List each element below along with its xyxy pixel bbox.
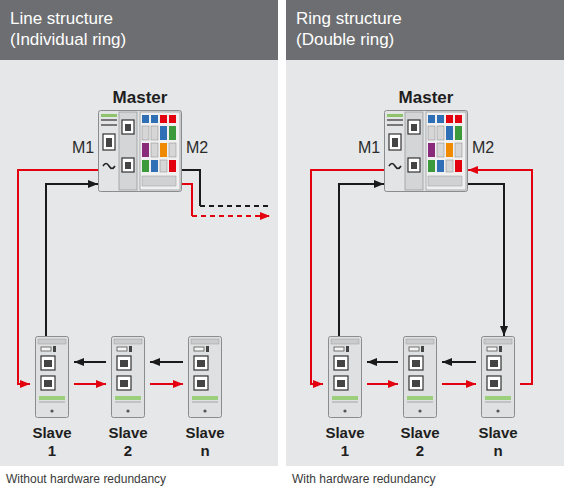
device-label: Slave 2 [106, 418, 150, 460]
open-line-dashed [192, 215, 270, 217]
device-space [183, 336, 227, 418]
open-line [182, 184, 192, 216]
slave-device [189, 337, 222, 418]
slave-device [36, 337, 69, 418]
master-device [385, 111, 468, 192]
footnote: Without hardware redundancy [6, 471, 166, 487]
slave-device [112, 337, 145, 418]
device-label: Master [98, 88, 182, 108]
master-device: Master [98, 88, 182, 192]
header-band: Ring structure (Double ring) [286, 0, 564, 60]
port-name: M2 [472, 138, 494, 158]
slave-device [329, 337, 362, 418]
device-label: Slave n [476, 418, 520, 460]
panel-title: Ring structure (Double ring) [296, 8, 436, 50]
ring-connection [367, 361, 398, 363]
slave-device [482, 337, 515, 418]
ring-connection [74, 383, 106, 385]
port-name: M1 [358, 138, 380, 158]
open-line-dashed [200, 205, 268, 207]
master-device: Master [384, 88, 468, 192]
ring-connection [46, 184, 98, 336]
device-label: Slave n [183, 418, 227, 460]
device-space [323, 336, 367, 418]
device-space [30, 336, 74, 418]
ring-connection [18, 170, 98, 384]
device-label: Master [384, 88, 468, 108]
slave-device [404, 337, 437, 418]
panel-ground [286, 60, 564, 466]
footnote: With hardware redundancy [292, 471, 435, 487]
slave-device: Slave n [476, 336, 520, 460]
slave-device: Slave 2 [106, 336, 150, 460]
ring-connection [150, 383, 183, 385]
master-device [99, 111, 182, 192]
header-band: Line structure (Individual ring) [0, 0, 278, 60]
ring-connection [367, 383, 398, 385]
ring-connection [468, 184, 504, 336]
device-space [384, 110, 468, 192]
slave-device: Slave 1 [30, 336, 74, 460]
port-name: M1 [72, 138, 94, 158]
port-name: M2 [186, 138, 208, 158]
slave-device: Slave 1 [323, 336, 367, 460]
ring-connection [468, 170, 532, 384]
ring-connection [442, 383, 476, 385]
device-space [476, 336, 520, 418]
device-space [398, 336, 442, 418]
slave-device: Slave 2 [398, 336, 442, 460]
panel-ground [0, 60, 278, 466]
panel-title: Line structure (Individual ring) [10, 8, 150, 50]
device-label: Slave 1 [323, 418, 367, 460]
ring-connection [311, 170, 384, 384]
ring-connection [339, 184, 384, 336]
ring-connection [150, 361, 183, 363]
device-label: Slave 1 [30, 418, 74, 460]
device-space [98, 110, 182, 192]
device-label: Slave 2 [398, 418, 442, 460]
device-space [106, 336, 150, 418]
structure-panel: Ring structure (Double ring) MasterSlave … [286, 0, 564, 468]
structure-panel: Line structure (Individual ring) MasterSl… [0, 0, 278, 468]
ring-connection [442, 361, 476, 363]
ring-connection [74, 361, 106, 363]
slave-device: Slave n [183, 336, 227, 460]
